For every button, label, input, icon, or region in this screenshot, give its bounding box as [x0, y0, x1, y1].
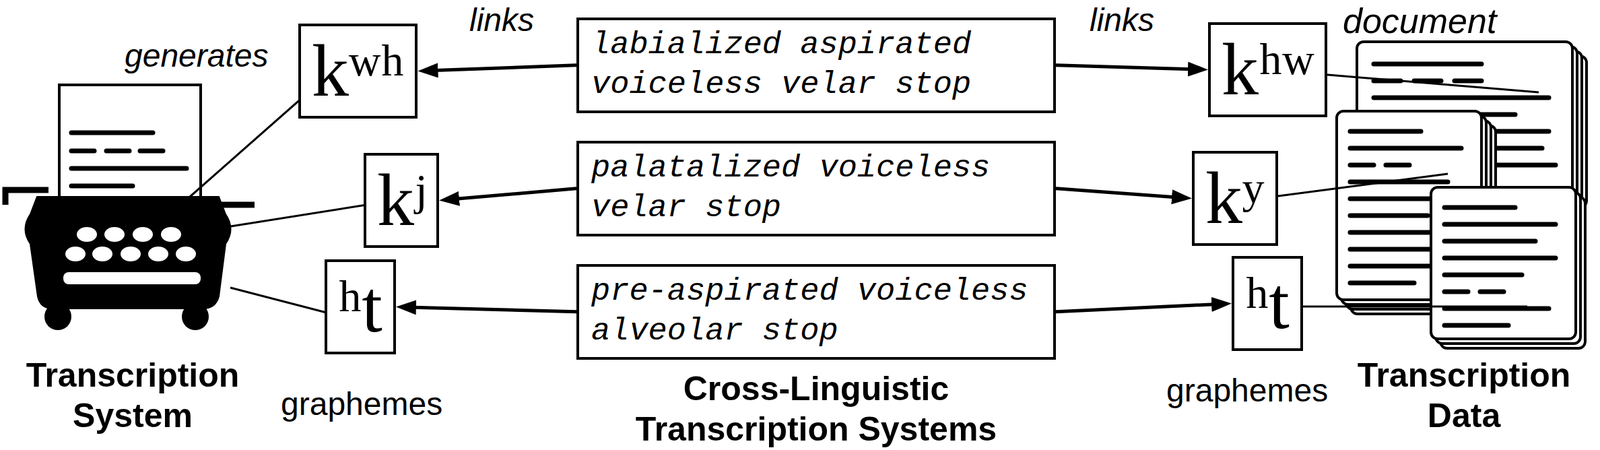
wheel: [44, 303, 72, 330]
typewriter-keys: [63, 226, 201, 285]
grapheme-box: ʰt: [324, 259, 396, 355]
link-arrow: [1055, 188, 1176, 198]
document-line: [1373, 61, 1482, 67]
grapheme-box: kʸ: [1191, 150, 1279, 246]
grapheme-box: kʷʰ: [298, 23, 418, 119]
document-line: [1350, 247, 1442, 252]
document-line: [1385, 162, 1410, 168]
grapheme-text: kʷʰ: [311, 30, 405, 112]
document-line: [1350, 146, 1462, 151]
annotation-label: generates: [124, 37, 269, 75]
typewriter-body: [25, 196, 231, 309]
annotation-label: Transcription Data: [1342, 354, 1586, 436]
document-line: [1444, 289, 1469, 295]
document-line: [1444, 239, 1536, 244]
document-line: [1444, 323, 1509, 328]
link-arrow: [434, 65, 577, 71]
key: [148, 246, 169, 262]
document-line: [1350, 162, 1374, 168]
grapheme-box: kʲ: [363, 152, 440, 248]
grapheme-box: ʰt: [1231, 255, 1304, 351]
feature-description: pre-aspirated voiceless alveolar stop: [591, 272, 1042, 352]
paper-line: [71, 130, 153, 136]
feature-box: pre-aspirated voiceless alveolar stop: [576, 263, 1056, 360]
grapheme-text: kʸ: [1205, 157, 1265, 240]
leader-line: [1279, 305, 1528, 308]
feature-box: palatalized voiceless velar stop: [576, 140, 1056, 237]
document-line: [1444, 255, 1556, 261]
document-line: [1350, 213, 1428, 219]
key: [92, 246, 113, 262]
grapheme-text: ʰt: [338, 265, 383, 348]
document-line: [1480, 289, 1504, 295]
document-stack: [1430, 187, 1586, 349]
paper-lines: [71, 132, 187, 186]
grapheme-text: kʲ: [377, 159, 426, 242]
document-line: [1444, 222, 1556, 227]
key: [175, 246, 196, 262]
annotation-label: document: [1342, 1, 1497, 42]
document-line: [1373, 95, 1549, 101]
leader-line: [1252, 173, 1448, 200]
key: [132, 226, 153, 242]
link-arrow: [412, 307, 577, 312]
feature-box: labialized aspirated voiceless velar sto…: [576, 17, 1056, 114]
wheel: [181, 303, 209, 330]
paper-line: [140, 148, 163, 154]
leader-line: [222, 202, 384, 228]
feature-description: labialized aspirated voiceless velar sto…: [591, 25, 1042, 106]
document-line: [1444, 272, 1522, 278]
annotation-label: graphemes: [1166, 371, 1328, 409]
leader-line: [230, 287, 337, 316]
document-page: [1430, 187, 1576, 339]
grapheme-box: kʰʷ: [1208, 22, 1328, 118]
key: [76, 226, 97, 242]
link-arrow: [1055, 304, 1215, 312]
paper-line: [106, 148, 130, 154]
document-line: [1350, 129, 1421, 135]
feature-description: palatalized voiceless velar stop: [591, 148, 1042, 229]
document-line: [1454, 78, 1482, 84]
typewriter-icon: [5, 84, 255, 330]
link-arrow: [455, 188, 577, 200]
annotation-label: links: [469, 1, 535, 39]
key: [120, 246, 141, 262]
paper-line: [71, 166, 187, 172]
key: [65, 246, 86, 262]
key: [160, 226, 182, 242]
key: [104, 226, 125, 242]
document-lines: [1444, 207, 1556, 326]
annotation-label: graphemes: [280, 385, 443, 423]
link-arrow: [1055, 65, 1192, 70]
grapheme-text: kʰʷ: [1221, 28, 1314, 111]
space-bar: [63, 272, 201, 285]
annotation-label: Cross-Linguistic Transcription Systems: [607, 368, 1025, 450]
paper-sheet: [59, 84, 201, 210]
document-line: [1444, 205, 1516, 211]
document-line: [1350, 280, 1415, 286]
paper-line: [71, 183, 133, 189]
annotation-label: links: [1089, 1, 1155, 39]
paper-line: [71, 148, 95, 154]
annotation-label: Transcription System: [11, 354, 254, 436]
grapheme-text: ʰt: [1245, 262, 1290, 345]
